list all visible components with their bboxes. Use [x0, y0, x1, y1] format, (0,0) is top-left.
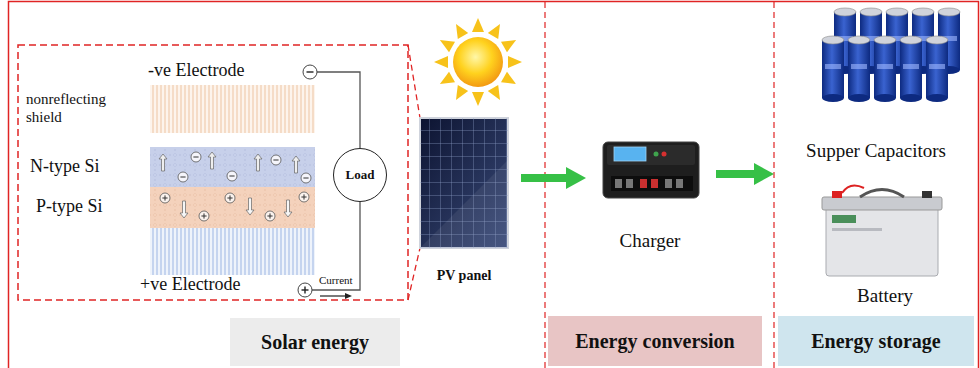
current-arrow	[320, 293, 352, 299]
electron-symbols	[159, 152, 311, 183]
flow-arrow	[716, 170, 762, 178]
node-text: Battery	[857, 285, 913, 307]
positive-terminal	[298, 283, 312, 297]
current-label: Current	[319, 274, 353, 287]
zoom-box	[18, 45, 408, 300]
layer-label: nonreflecting shield	[26, 90, 144, 126]
charger: Charger	[590, 130, 710, 254]
pv-panel-picture	[420, 118, 508, 248]
battery-picture	[822, 185, 942, 276]
section-band: Energy storage	[778, 316, 974, 366]
zoom-line	[408, 248, 420, 300]
supercapacitor-picture	[822, 8, 960, 102]
supercapacitor: Supper Capacitors	[778, 2, 974, 184]
node-text: Energy conversion	[575, 330, 734, 353]
outer-frame	[9, 2, 979, 368]
negative-terminal	[303, 65, 317, 79]
battery: Battery	[800, 186, 970, 311]
p-type-layer	[150, 187, 315, 228]
solar-cell	[150, 65, 360, 299]
flow-arrow	[521, 174, 574, 182]
section-divider	[773, 2, 774, 368]
layer-label: P-type Si	[36, 196, 103, 218]
section-band: Energy conversion	[548, 316, 762, 366]
nonreflecting-layer	[150, 85, 315, 133]
layer-label: N-type Si	[30, 156, 100, 178]
node-text: Energy storage	[811, 330, 940, 353]
bottom-electrode	[150, 228, 315, 275]
electrode-label: -ve Electrode	[148, 60, 244, 82]
node-text: Load	[346, 168, 375, 183]
node-text: Solar energy	[261, 331, 369, 354]
n-type-layer	[150, 147, 315, 187]
section-divider	[544, 2, 545, 368]
wire	[312, 202, 360, 290]
zoom-line	[408, 45, 420, 118]
section-band: Solar energy	[230, 318, 400, 366]
load-circle: Load	[333, 148, 387, 202]
node-text: Charger	[620, 230, 681, 252]
electrode-label: +ve Electrode	[140, 274, 241, 296]
wire	[317, 72, 360, 148]
hole-symbols	[160, 192, 309, 221]
node-text: PV panel	[437, 268, 492, 284]
sun-icon	[434, 18, 522, 106]
charger-picture	[603, 142, 699, 198]
pv-panel: PV panel	[413, 110, 515, 286]
node-text: Supper Capacitors	[806, 140, 946, 162]
